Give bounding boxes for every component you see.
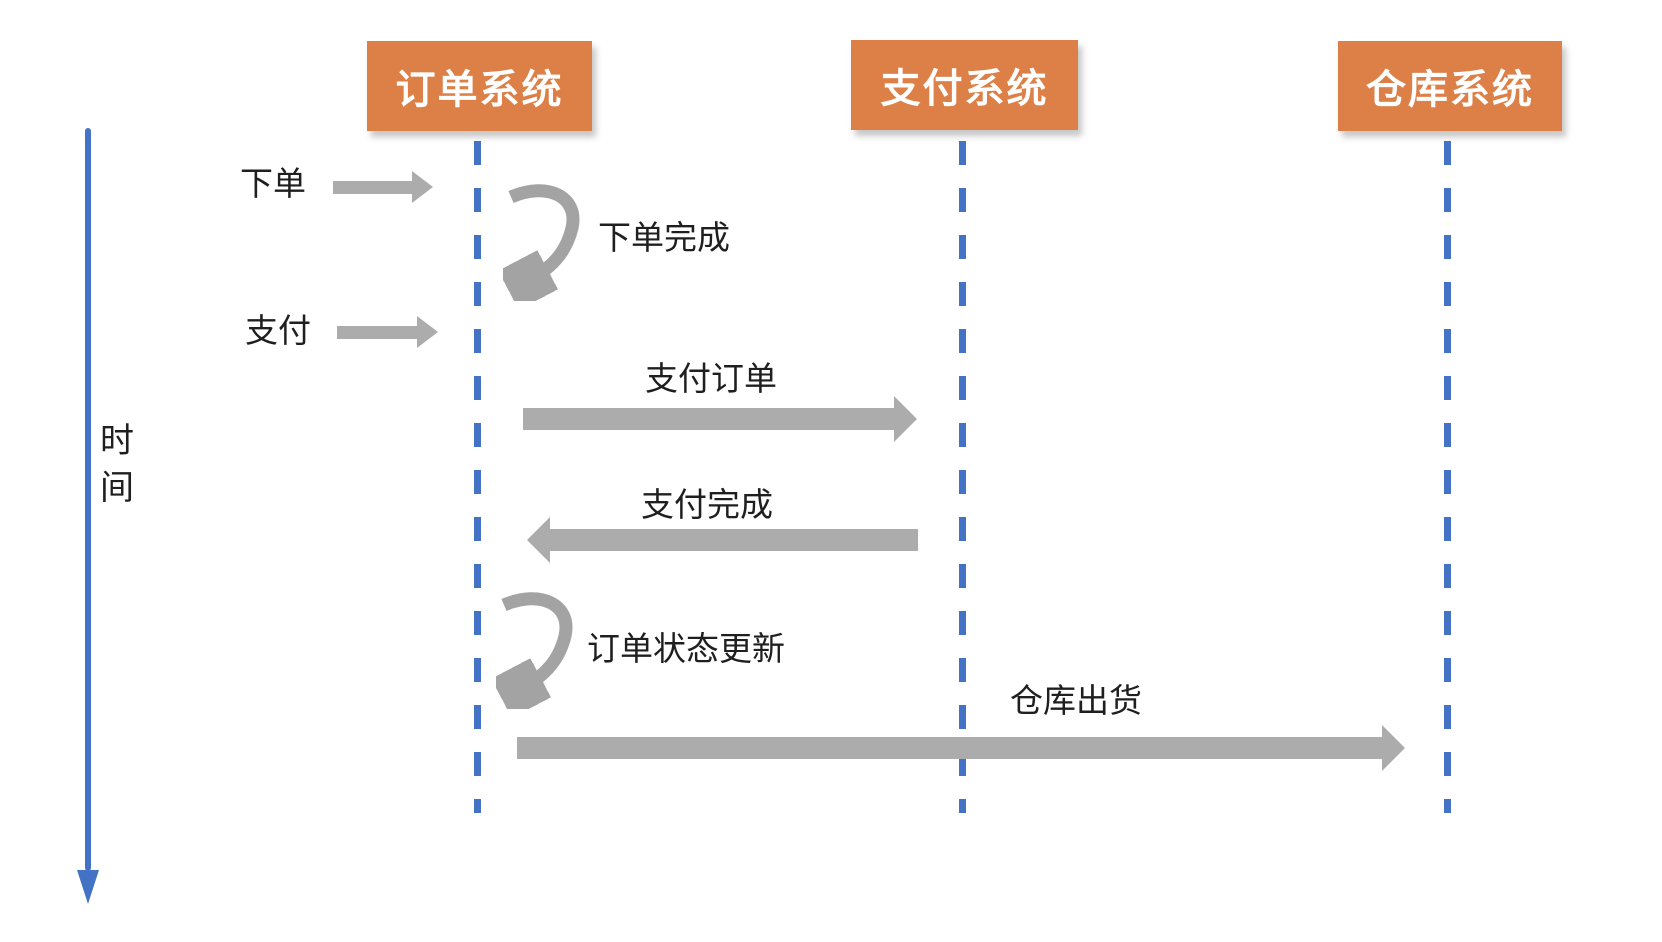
right-arrowhead-icon bbox=[894, 396, 917, 442]
arrow-shaft bbox=[337, 325, 417, 339]
message-label-order-status-update: 订单状态更新 bbox=[587, 630, 785, 667]
message-label-order-complete: 下单完成 bbox=[598, 219, 730, 256]
actor-box-payment-system: 支付系统 bbox=[851, 40, 1078, 130]
down-arrow-icon bbox=[77, 870, 99, 904]
self-message-arrow-order-complete-icon bbox=[503, 184, 580, 301]
time-axis-label: 时间 bbox=[100, 422, 134, 507]
arrow-shaft bbox=[333, 180, 412, 194]
right-arrowhead-icon bbox=[412, 171, 433, 203]
message-label-pay: 支付 bbox=[245, 312, 311, 349]
message-arrow-pay bbox=[337, 316, 438, 348]
message-label-warehouse-ship: 仓库出货 bbox=[1010, 682, 1142, 719]
message-label-payment-complete: 支付完成 bbox=[641, 486, 773, 523]
actor-label-warehouse-system: 仓库系统 bbox=[1366, 68, 1534, 112]
right-arrowhead-icon bbox=[1382, 725, 1405, 771]
message-label-pay-order: 支付订单 bbox=[645, 360, 777, 397]
arrow-shaft bbox=[550, 529, 918, 551]
actor-box-order-system: 订单系统 bbox=[367, 41, 592, 131]
actor-box-warehouse-system: 仓库系统 bbox=[1338, 41, 1562, 131]
actor-label-order-system: 订单系统 bbox=[395, 68, 564, 112]
message-arrow-place-order bbox=[333, 171, 433, 203]
message-arrow-warehouse-ship bbox=[517, 725, 1405, 771]
right-arrowhead-icon bbox=[417, 316, 438, 348]
left-arrowhead-icon bbox=[527, 517, 550, 563]
self-message-arrow-order-status-update-icon bbox=[496, 592, 573, 709]
message-arrow-pay-order bbox=[523, 396, 917, 442]
lifeline-payment-system bbox=[959, 141, 966, 813]
message-arrow-payment-complete bbox=[527, 517, 918, 563]
message-label-place-order: 下单 bbox=[240, 165, 306, 202]
lifeline-warehouse-system bbox=[1444, 141, 1451, 813]
arrow-shaft bbox=[523, 408, 894, 430]
time-axis-line bbox=[85, 128, 91, 871]
actor-label-payment-system: 支付系统 bbox=[880, 67, 1049, 111]
arrow-shaft bbox=[517, 737, 1382, 759]
lifeline-order-system bbox=[474, 141, 481, 813]
